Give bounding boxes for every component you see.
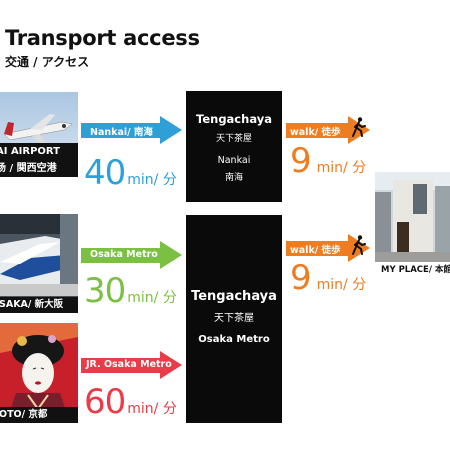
origin-caption-kyoto: OTO/ 京都: [0, 407, 78, 423]
osaka-metro-arrow: Osaka Metro: [81, 241, 182, 270]
route2-unit: min/ 分: [127, 290, 177, 306]
station-name-jp: 天下茶屋: [214, 313, 254, 324]
walk-label-1: walk/ 徒歩: [290, 127, 341, 138]
walk-arrow-1: walk/ 徒歩: [286, 116, 370, 145]
nankai-line-arrow: Nankai/ 南海: [81, 116, 182, 145]
airport-photo: AI AIRPORT 场 / 関西空港: [0, 92, 78, 177]
walk2-unit: min/ 分: [316, 277, 367, 293]
walk2-minutes: 9: [290, 258, 312, 298]
route3-unit: min/ 分: [127, 401, 177, 417]
route3-minutes: 60: [84, 382, 126, 422]
origin-label-3: OTO/ 京都: [0, 409, 48, 420]
walking-person-icon: [352, 117, 366, 137]
origin-caption-airport: AI AIRPORT 场 / 関西空港: [0, 143, 78, 177]
nankai-line-label: Nankai/ 南海: [90, 127, 153, 138]
station-box-nankai: Tengachaya 天下茶屋 Nankai 南海: [186, 91, 282, 202]
walk1-minutes: 9: [290, 141, 312, 181]
station-name-en: Tengachaya: [196, 112, 272, 126]
route1-minutes: 40: [84, 153, 126, 193]
shinkansen-station-photo: SAKA/ 新大阪: [0, 214, 78, 313]
station-name-jp: 天下茶屋: [215, 134, 252, 144]
station-line-jp: 南海: [224, 173, 243, 183]
station-box-metro: Tengachaya 天下茶屋 Osaka Metro: [186, 215, 282, 423]
walking-person-icon: [352, 235, 366, 255]
destination-caption: MY PLACE/ 本館: [381, 265, 450, 275]
walk1-unit: min/ 分: [316, 160, 367, 176]
origin-line1: AI AIRPORT: [0, 146, 61, 157]
jr-osaka-metro-arrow: JR. Osaka Metro: [81, 351, 182, 380]
page-title: Transport access: [5, 26, 200, 50]
station-line-en: Osaka Metro: [198, 334, 270, 345]
origin-caption-shin-osaka: SAKA/ 新大阪: [0, 297, 78, 313]
station-line-en: Nankai: [217, 155, 251, 166]
house-photo-illustration: [375, 172, 450, 262]
shinkansen-photo-illustration: [0, 214, 78, 313]
walk-label-2: walk/ 徒歩: [290, 245, 341, 256]
geisha-photo-illustration: [0, 323, 78, 423]
origin-label-2: SAKA/ 新大阪: [0, 299, 64, 310]
kyoto-photo: OTO/ 京都: [0, 323, 78, 423]
route1-unit: min/ 分: [127, 172, 177, 188]
station-name-en: Tengachaya: [191, 289, 277, 304]
osaka-metro-label: Osaka Metro: [90, 249, 158, 260]
origin-line2: 场 / 関西空港: [0, 163, 57, 174]
route2-minutes: 30: [84, 271, 126, 311]
jr-line-label: JR. Osaka Metro: [86, 359, 172, 370]
destination-photo: [375, 172, 450, 262]
page-subtitle: 交通 / アクセス: [5, 55, 90, 69]
